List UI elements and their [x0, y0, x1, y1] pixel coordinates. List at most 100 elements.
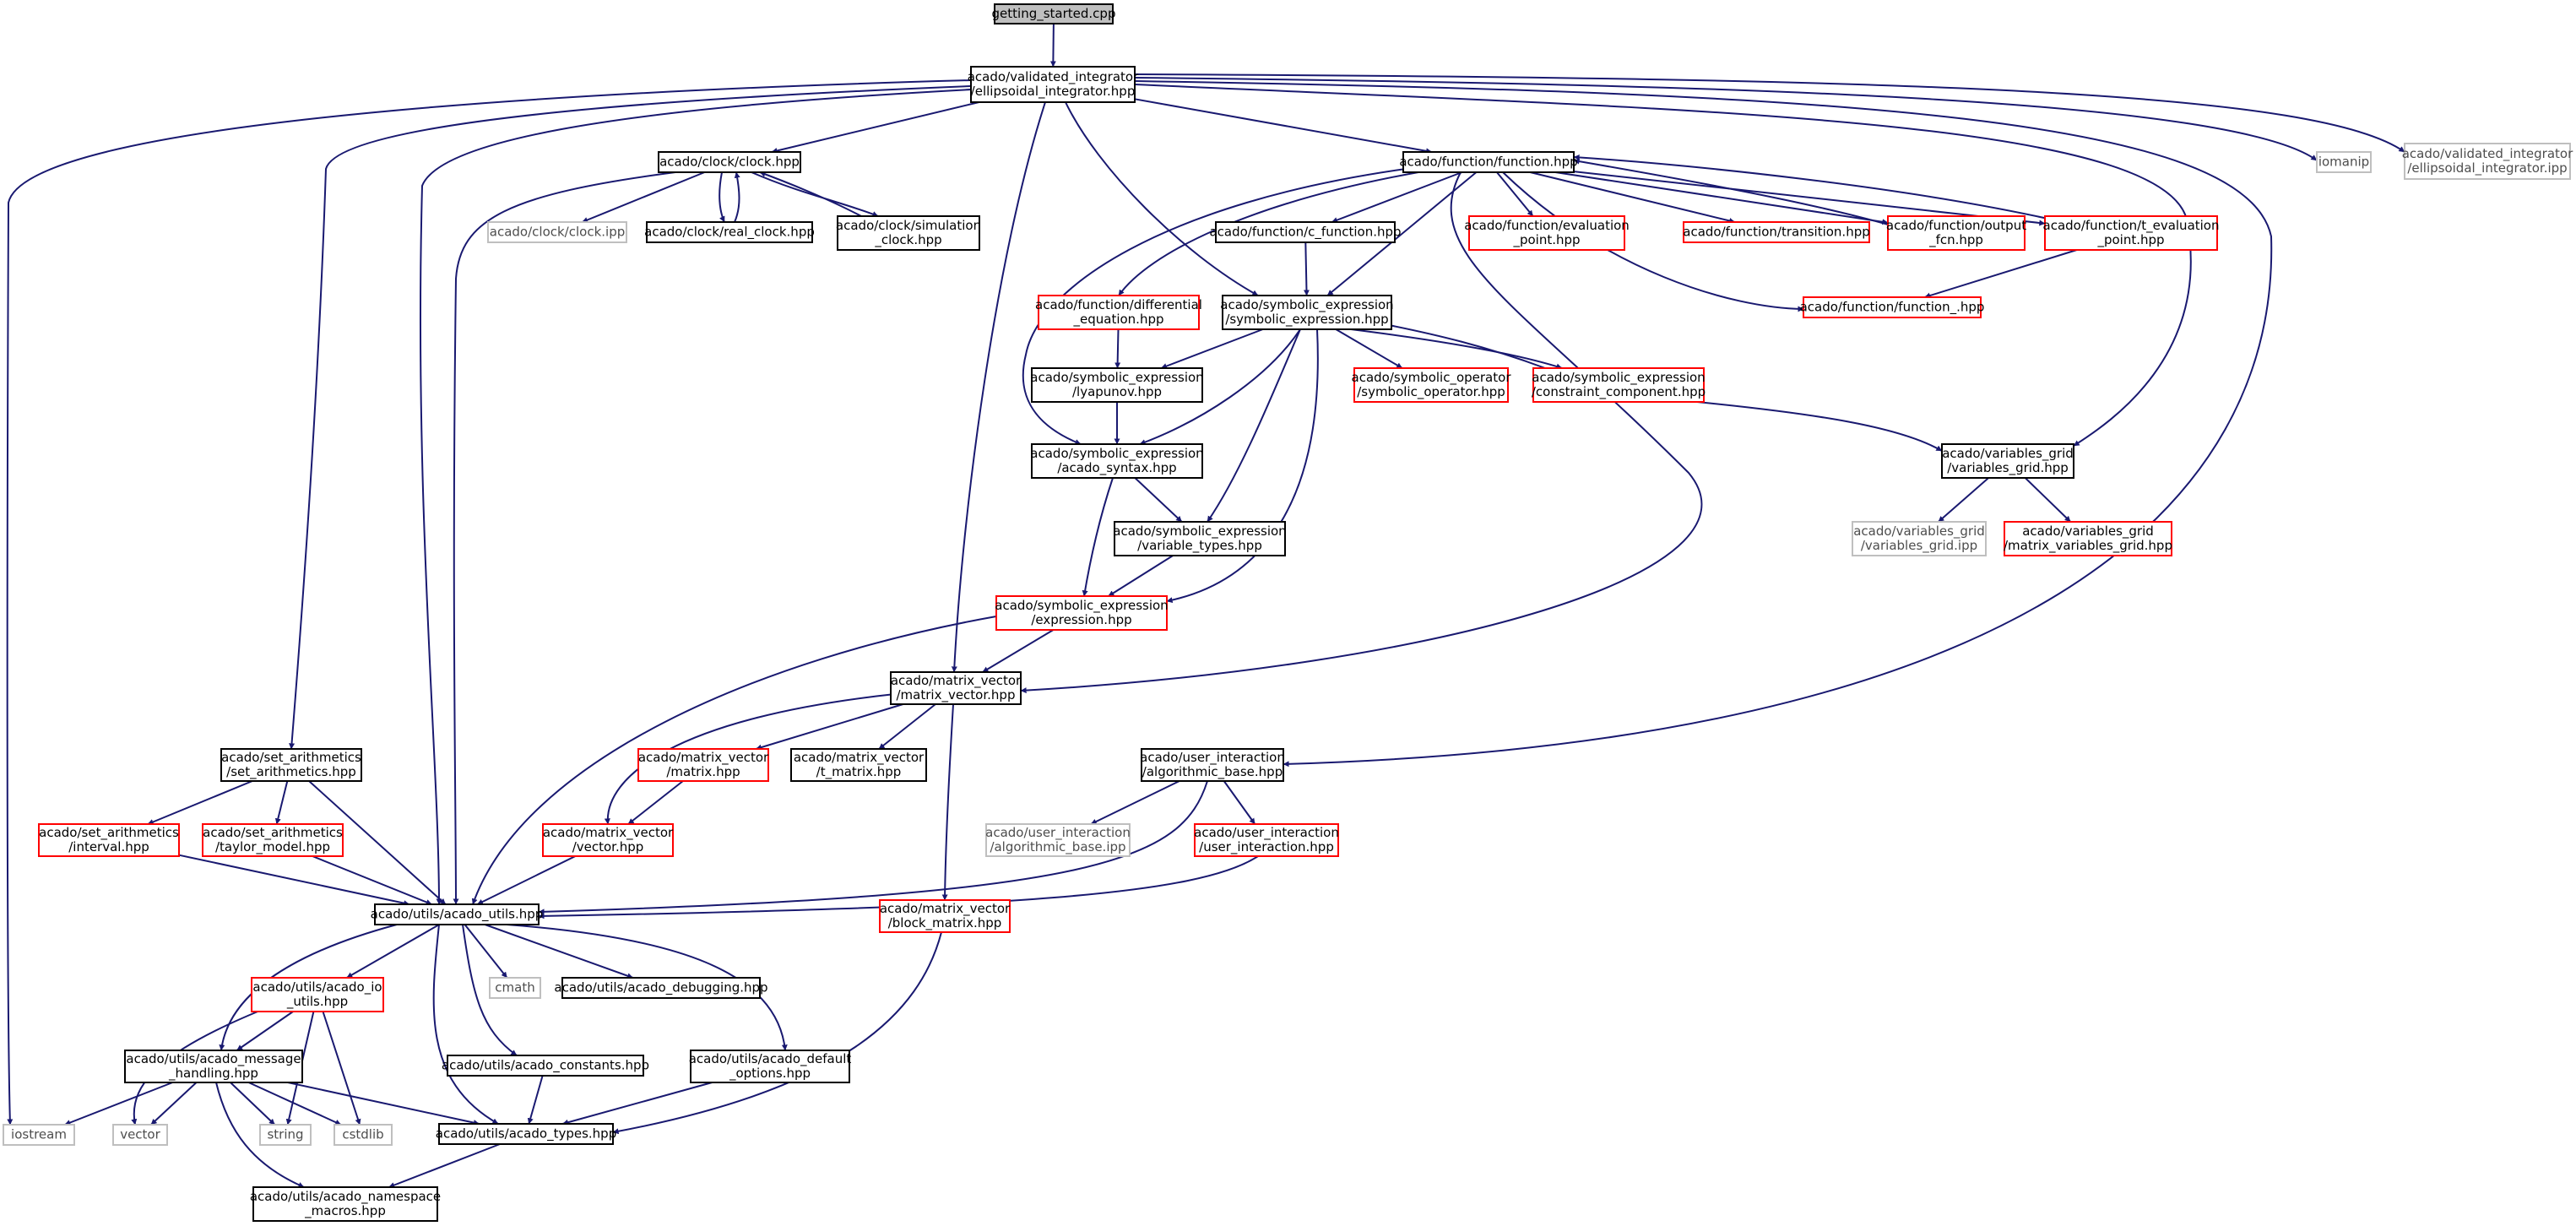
header-file-node[interactable]: acado/variables_grid/variables_grid.hpp	[1941, 443, 2074, 479]
header-file-node[interactable]: acado/matrix_vector/matrix.hpp	[637, 748, 769, 782]
dependency-edge	[64, 1082, 173, 1126]
node-label: /t_matrix.hpp	[816, 764, 902, 780]
dependency-edge	[150, 1082, 198, 1126]
dependency-edge	[388, 1143, 501, 1188]
node-label: /matrix_variables_grid.hpp	[2004, 538, 2172, 554]
node-label: acado/user_interaction	[1140, 750, 1285, 766]
header-file-node[interactable]: acado/utils/acado_message_handling.hpp	[124, 1050, 303, 1083]
header-file-node[interactable]: acado/function/t_evaluation_point.hpp	[2043, 215, 2220, 251]
node-box	[334, 1124, 393, 1146]
node-label: acado/symbolic_expression	[1030, 370, 1203, 386]
system-header-node: vector	[112, 1124, 168, 1146]
node-label: acado/matrix_vector	[638, 750, 769, 766]
dependency-edge	[419, 89, 972, 905]
node-label: acado/symbolic_expression	[1030, 446, 1203, 462]
node-label: /expression.hpp	[1031, 612, 1131, 627]
header-file-node[interactable]: acado/symbolic_expression/constraint_com…	[1532, 367, 1706, 403]
dependency-edge	[1331, 171, 1462, 223]
header-file-node[interactable]: acado/set_arithmetics/taylor_model.hpp	[202, 823, 344, 857]
dependency-edge	[562, 1082, 713, 1126]
node-box	[690, 1050, 850, 1083]
header-file-node[interactable]: acado/function/output_fcn.hpp	[1886, 215, 2026, 251]
header-file-node[interactable]: acado/clock/real_clock.hpp	[644, 221, 815, 243]
header-file-node[interactable]: acado/symbolic_expression/symbolic_expre…	[1220, 295, 1394, 330]
header-file-node[interactable]: acado/utils/acado_namespace_macros.hpp	[250, 1186, 441, 1222]
header-file-node[interactable]: acado/function/c_function.hpp	[1209, 221, 1402, 243]
dependency-edge	[1573, 154, 2053, 220]
header-file-node[interactable]: acado/clock/simulation_clock.hpp	[836, 215, 981, 251]
source-file-node: getting_started.cpp	[992, 3, 1115, 24]
node-label: acado/user_interaction	[985, 825, 1131, 841]
dependency-edge	[2025, 477, 2071, 523]
header-file-node[interactable]: acado/set_arithmetics/set_arithmetics.hp…	[220, 748, 362, 782]
header-file-node[interactable]: acado/matrix_vector/matrix_vector.hpp	[890, 671, 1022, 705]
header-file-node[interactable]: acado/variables_grid/matrix_variables_gr…	[2004, 521, 2172, 556]
header-file-node[interactable]: acado/clock/clock.hpp	[658, 151, 801, 173]
node-box	[646, 221, 813, 243]
header-file-node[interactable]: acado/matrix_vector/block_matrix.hpp	[879, 899, 1011, 933]
system-header-node: cmath	[489, 977, 541, 999]
header-file-node[interactable]: acado/symbolic_operator/symbolic_operato…	[1352, 367, 1512, 403]
node-label: acado/user_interaction	[1194, 825, 1339, 841]
header-file-node[interactable]: acado/symbolic_expression/lyapunov.hpp	[1030, 367, 1204, 403]
node-label: /algorithmic_base.ipp	[990, 839, 1125, 855]
node-box	[112, 1124, 168, 1146]
dependency-edge	[1938, 477, 1989, 523]
dependency-edge	[248, 1082, 342, 1126]
dependency-edge	[462, 924, 518, 1056]
dependency-edge	[471, 616, 997, 905]
node-label: acado/function/evaluation	[1464, 218, 1630, 233]
header-file-node[interactable]: acado/symbolic_expression/variable_types…	[1113, 521, 1287, 556]
dependency-edge	[287, 1082, 480, 1126]
header-file-node[interactable]: acado/function/evaluation_point.hpp	[1464, 215, 1630, 251]
header-file-node[interactable]: acado/matrix_vector/vector.hpp	[542, 823, 674, 857]
header-file-node[interactable]: acado/matrix_vector/t_matrix.hpp	[790, 748, 927, 782]
node-label: _point.hpp	[1512, 232, 1580, 248]
node-box	[487, 221, 627, 243]
header-file-node[interactable]: acado/symbolic_expression/expression.hpp	[995, 595, 1169, 631]
node-label: acado/symbolic_expression	[1220, 297, 1393, 313]
node-label: acado/symbolic_expression	[1532, 370, 1705, 386]
header-file-node[interactable]: acado/utils/acado_types.hpp	[436, 1123, 616, 1145]
header-file-node[interactable]: acado/function/differential_equation.hpp	[1035, 295, 1202, 330]
node-label: iostream	[11, 1127, 67, 1142]
header-file-node[interactable]: acado/validated_integrator/ellipsoidal_i…	[968, 66, 1139, 103]
node-box	[1803, 296, 1982, 318]
node-box	[890, 671, 1022, 705]
node-box	[2044, 215, 2218, 251]
header-file-node[interactable]: acado/utils/acado_io_utils.hpp	[251, 977, 384, 1012]
dependency-edge	[941, 703, 954, 901]
dependency-edge	[322, 1011, 361, 1126]
header-file-node[interactable]: acado/utils/acado_utils.hpp	[371, 903, 544, 925]
header-file-node[interactable]: acado/function/transition.hpp	[1683, 221, 1870, 243]
node-box	[38, 823, 180, 857]
header-file-node[interactable]: acado/set_arithmetics/interval.hpp	[38, 823, 180, 857]
header-file-node[interactable]: acado/user_interaction/algorithmic_base.…	[1140, 748, 1285, 782]
node-box	[1194, 823, 1339, 857]
node-box	[994, 3, 1114, 24]
header-file-node[interactable]: acado/function/function_.hpp	[1800, 296, 1985, 318]
node-box	[1031, 443, 1203, 479]
dependency-edge	[1134, 73, 2405, 153]
dependency-edge	[1335, 328, 1403, 369]
header-file-node[interactable]: acado/utils/acado_constants.hpp	[442, 1055, 649, 1077]
header-file-node[interactable]: acado/user_interaction/user_interaction.…	[1194, 823, 1339, 857]
node-label: _point.hpp	[2096, 232, 2164, 248]
dependency-edge	[759, 171, 862, 217]
node-label: string	[267, 1127, 303, 1142]
node-box	[2404, 143, 2571, 180]
header-file-node[interactable]: acado/utils/acado_debugging.hpp	[554, 977, 768, 999]
node-label: vector	[120, 1127, 160, 1142]
node-label: acado/utils/acado_utils.hpp	[371, 907, 544, 923]
node-label: /vector.hpp	[572, 839, 644, 854]
node-box	[970, 66, 1136, 103]
node-box	[637, 748, 769, 782]
header-file-node[interactable]: acado/symbolic_expression/acado_syntax.h…	[1030, 443, 1204, 479]
dependency-edge	[147, 780, 253, 825]
node-label: /ellipsoidal_integrator.hpp	[971, 84, 1136, 100]
node-label: cstdlib	[342, 1127, 383, 1142]
header-file-node[interactable]: acado/utils/acado_default_options.hpp	[689, 1050, 852, 1083]
header-file-node[interactable]: acado/function/function.hpp	[1399, 151, 1578, 173]
node-box	[542, 823, 674, 857]
